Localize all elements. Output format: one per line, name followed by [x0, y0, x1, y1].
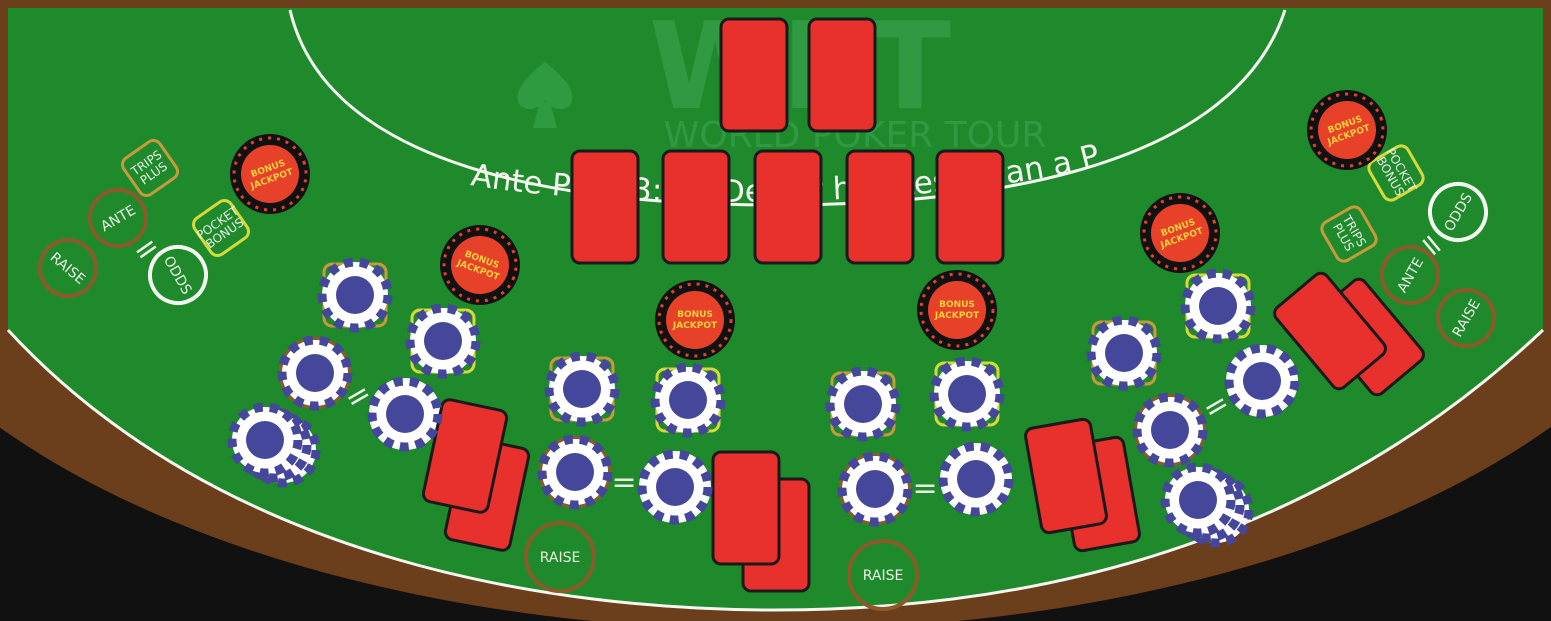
- chip-seat-2-trips[interactable]: [322, 262, 388, 328]
- chip-seat-3-trips[interactable]: [549, 356, 615, 422]
- chip-seat-5-odds[interactable]: [1229, 348, 1295, 414]
- chip-seat-3-odds[interactable]: [642, 454, 708, 520]
- player-card-seat-3-a[interactable]: [713, 452, 779, 564]
- chip-seat-4-pocket[interactable]: [934, 361, 1000, 427]
- community-card-4[interactable]: [847, 151, 913, 263]
- equals-sign: =: [611, 465, 636, 500]
- equals-glyph: =: [611, 465, 636, 500]
- chip-seat-5-ante[interactable]: [1137, 397, 1203, 463]
- chip-seat-5-pocket[interactable]: [1185, 273, 1251, 339]
- dealer-card-1[interactable]: [721, 19, 787, 131]
- raise-spot-seat-3-label: RAISE: [540, 550, 581, 566]
- community-card-2[interactable]: [663, 151, 729, 263]
- chip-seat-2-odds[interactable]: [372, 381, 438, 447]
- community-card-3[interactable]: [755, 151, 821, 263]
- equals-glyph: =: [912, 471, 937, 506]
- equals-sign: =: [912, 471, 937, 506]
- chip-seat-3-ante[interactable]: [542, 439, 608, 505]
- community-card-5[interactable]: [937, 151, 1003, 263]
- chip-seat-5-trips[interactable]: [1091, 320, 1157, 386]
- chip-seat-3-pocket[interactable]: [655, 367, 721, 433]
- chip-seat-4-trips[interactable]: [830, 371, 896, 437]
- chip-seat-2-pocket[interactable]: [410, 308, 476, 374]
- chip-stack-seat-5[interactable]: [1165, 467, 1231, 533]
- chip-seat-4-ante[interactable]: [842, 456, 908, 522]
- chip-seat-2-ante[interactable]: [282, 340, 348, 406]
- dealer-card-2[interactable]: [809, 19, 875, 131]
- community-card-1[interactable]: [572, 151, 638, 263]
- chip-stack-seat-2[interactable]: [232, 407, 298, 473]
- raise-spot-seat-4-label: RAISE: [863, 568, 904, 584]
- chip-seat-4-odds[interactable]: [943, 446, 1009, 512]
